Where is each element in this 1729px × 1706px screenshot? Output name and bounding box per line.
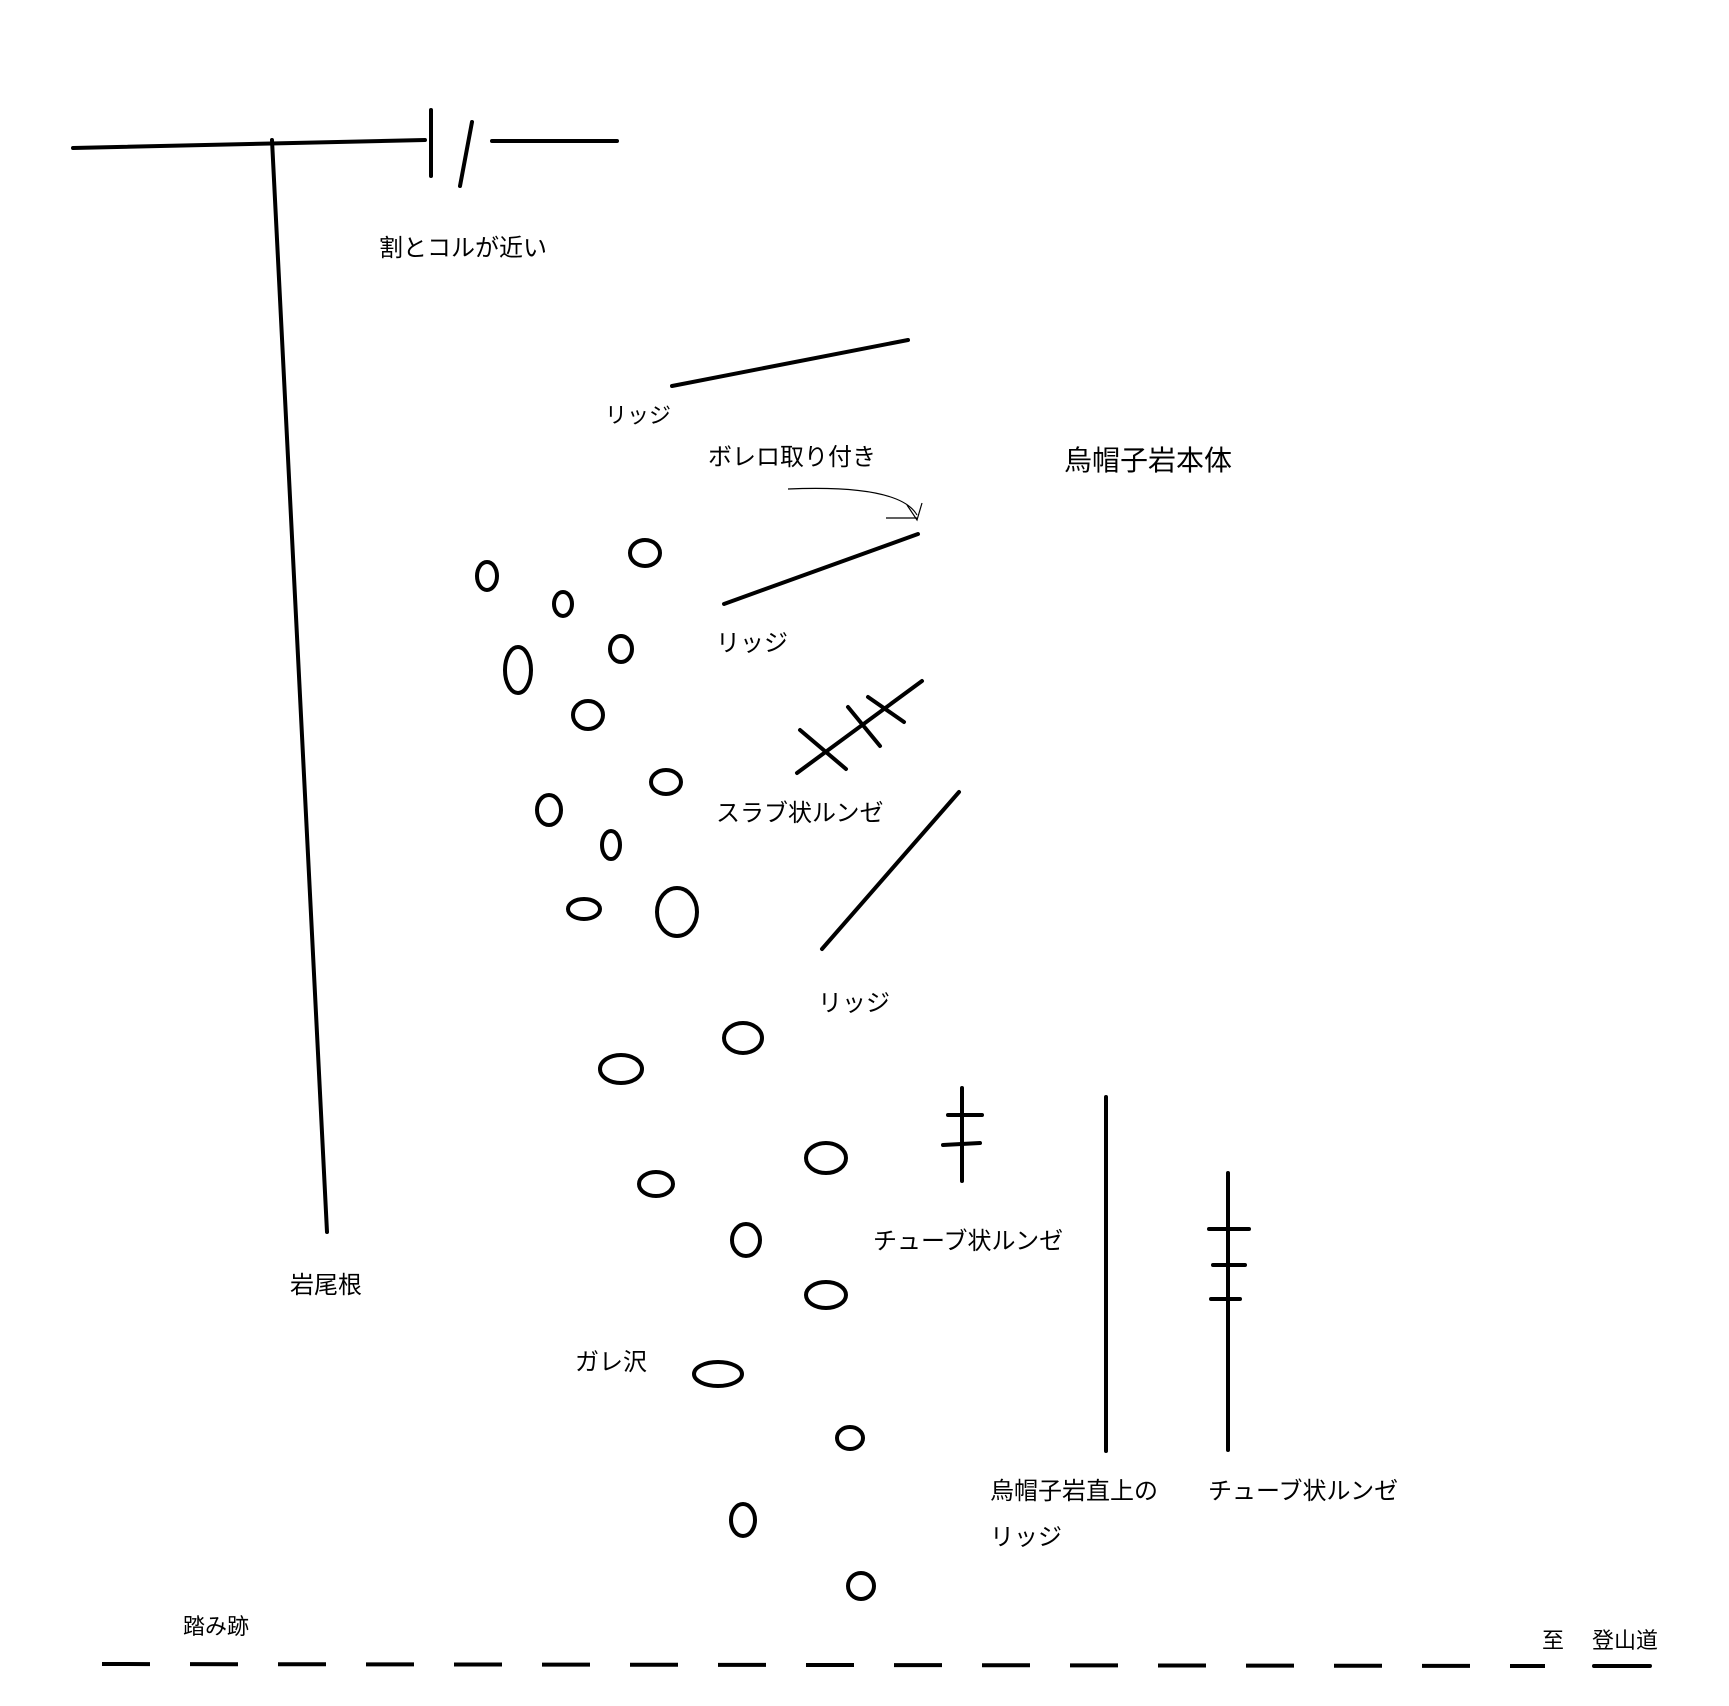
crack-mark-2 <box>458 120 474 188</box>
rock <box>804 1280 848 1310</box>
trail-label: 踏み跡 <box>183 1615 249 1640</box>
rock <box>566 897 602 921</box>
eboshi-main-label: 烏帽子岩本体 <box>1064 444 1232 477</box>
eboshi-above-label-line2: リッジ <box>990 1523 1062 1551</box>
rock <box>598 1053 644 1085</box>
to-label: 至 <box>1542 1629 1564 1654</box>
rock <box>535 793 563 827</box>
rock <box>730 1222 762 1258</box>
eboshi-above-label-line1: 烏帽子岩直上の <box>990 1477 1158 1505</box>
rock <box>475 560 499 592</box>
tube-gully-2-marker <box>1207 1171 1251 1452</box>
ledge-mid-line <box>722 532 920 606</box>
tube-gully-2-label: チューブ状ルンゼ <box>1208 1477 1398 1505</box>
slab-gully-cross-2 <box>846 705 882 748</box>
crack-col-label: 割とコルが近い <box>379 234 547 262</box>
bolero-arrow-curve <box>787 487 918 516</box>
climbing-path-label: 登山道 <box>1592 1629 1658 1654</box>
rock <box>655 886 699 938</box>
rock <box>692 1360 744 1388</box>
slab-gully-main-line <box>795 679 924 775</box>
scree-rocks <box>475 538 876 1601</box>
rock <box>649 768 683 796</box>
trail-dashes <box>101 1662 1652 1668</box>
bolero-arrow <box>787 487 923 522</box>
rock <box>722 1021 764 1055</box>
ledge-top-label: リッジ <box>605 404 671 429</box>
rock <box>608 634 634 664</box>
tube-gully-1-label: チューブ状ルンゼ <box>873 1227 1063 1255</box>
rock <box>729 1502 757 1538</box>
slab-gully-cross-1 <box>798 728 848 771</box>
top-ridge <box>71 108 619 188</box>
rock <box>571 699 605 731</box>
slab-gully-cross-3 <box>866 695 906 724</box>
rock <box>846 1571 876 1601</box>
rock <box>637 1170 675 1198</box>
rock <box>804 1141 848 1175</box>
bolero-arrow-head <box>906 502 923 522</box>
trail-line <box>101 1662 1546 1668</box>
ledge-mid-label: リッジ <box>716 629 788 657</box>
rock <box>835 1425 865 1451</box>
rock <box>503 645 533 695</box>
bolero-label: ボレロ取り付き <box>708 443 876 471</box>
top-ridge-line-left <box>71 138 427 150</box>
rock <box>552 590 574 618</box>
slab-gully-label: スラブ状ルンゼ <box>716 799 884 827</box>
ledge-top-line <box>670 338 910 388</box>
rock <box>628 538 662 568</box>
slab-gully-marker <box>795 679 924 775</box>
tube-gully-1-tick-2 <box>941 1141 982 1147</box>
rock <box>600 829 622 861</box>
rock-ridge-line <box>270 138 329 1234</box>
rock-ridge-label: 岩尾根 <box>290 1271 362 1299</box>
ledge-low-line <box>820 790 961 951</box>
ledge-low-label: リッジ <box>818 989 890 1017</box>
tube-gully-1-marker <box>941 1086 984 1183</box>
scree-valley-label: ガレ沢 <box>575 1348 647 1376</box>
